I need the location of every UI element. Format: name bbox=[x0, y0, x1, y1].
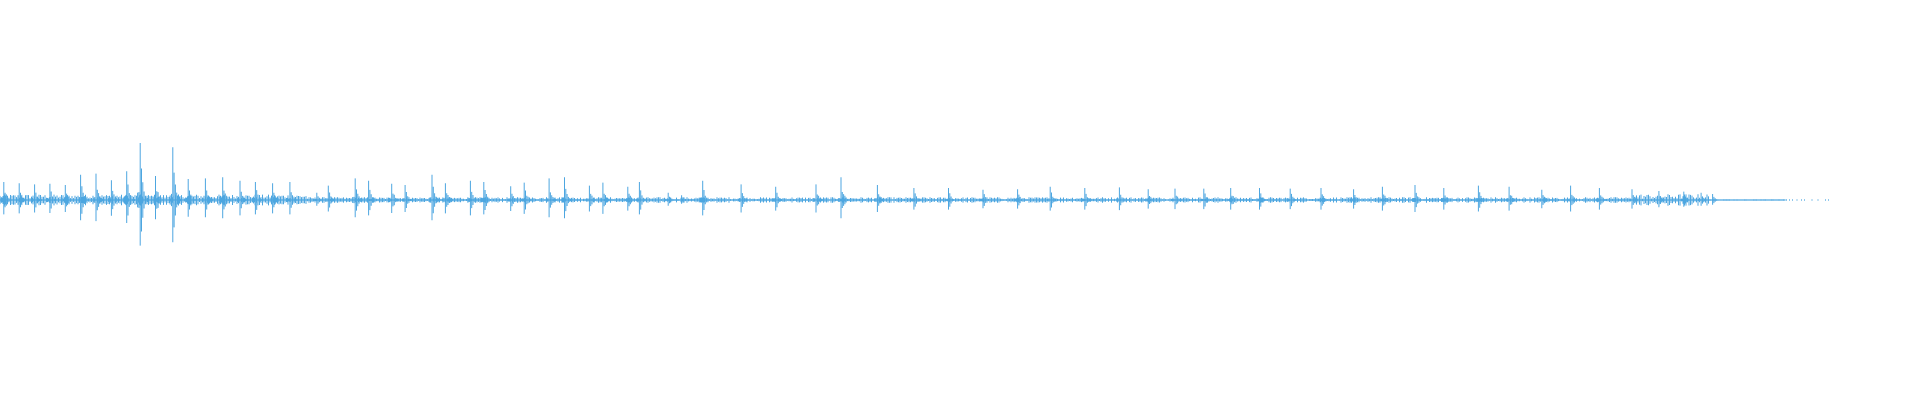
waveform-transient-62 bbox=[1440, 188, 1453, 210]
waveform-transient-70 bbox=[1680, 191, 1693, 207]
waveform-transient-25 bbox=[428, 174, 441, 221]
waveform-transient-36 bbox=[636, 182, 648, 215]
waveform-transient-12 bbox=[185, 179, 197, 217]
waveform-transient-7 bbox=[108, 180, 120, 216]
waveform-transient-8 bbox=[123, 171, 135, 223]
waveform-transient-52 bbox=[1145, 189, 1157, 209]
waveform-transient-66 bbox=[1567, 185, 1579, 212]
waveform-transient-45 bbox=[910, 188, 923, 210]
waveform-transient-49 bbox=[1047, 186, 1059, 211]
waveform-transient-32 bbox=[561, 177, 573, 219]
waveform-transient-27 bbox=[467, 180, 479, 216]
waveform-transient-1 bbox=[16, 183, 28, 214]
waveform-transient-31 bbox=[546, 178, 558, 218]
waveform-transient-48 bbox=[1014, 189, 1026, 209]
waveform-transient-26 bbox=[442, 183, 454, 214]
waveform-transient-39 bbox=[699, 180, 711, 216]
waveform-transient-30 bbox=[521, 182, 533, 214]
waveform-transient-41 bbox=[772, 186, 784, 211]
waveform-transient-51 bbox=[1116, 187, 1128, 211]
waveform-transient-46 bbox=[945, 188, 957, 210]
waveform-transient-28 bbox=[480, 182, 493, 215]
waveform-transient-19 bbox=[313, 192, 326, 206]
waveform-transient-21 bbox=[352, 178, 364, 218]
waveform-transient-16 bbox=[252, 182, 264, 215]
waveform-transient-24 bbox=[402, 185, 414, 212]
waveform-transient-5 bbox=[77, 174, 89, 221]
waveform-transient-58 bbox=[1317, 188, 1330, 210]
waveform-transient-61 bbox=[1411, 185, 1424, 212]
waveform-transient-15 bbox=[236, 180, 249, 216]
waveform-transient-44 bbox=[874, 185, 886, 212]
waveform-transient-17 bbox=[269, 183, 281, 214]
waveform-transient-43 bbox=[837, 177, 850, 219]
waveform-transient-35 bbox=[624, 186, 637, 211]
waveform-transient-2 bbox=[31, 184, 43, 213]
waveform-transient-54 bbox=[1200, 188, 1213, 210]
waveform-transient-37 bbox=[665, 192, 677, 206]
waveform-transient-71 bbox=[1698, 192, 1710, 206]
waveform-transient-0 bbox=[0, 182, 13, 215]
waveform-transient-40 bbox=[738, 184, 750, 213]
waveform-transient-50 bbox=[1081, 188, 1094, 210]
waveform-transient-3 bbox=[46, 183, 59, 213]
waveform-transient-33 bbox=[586, 185, 598, 212]
waveform-transient-67 bbox=[1596, 188, 1608, 210]
waveform-transient-10 bbox=[152, 176, 164, 220]
waveform-transient-13 bbox=[202, 178, 214, 218]
waveform-transient-59 bbox=[1350, 189, 1362, 209]
waveform-transient-11 bbox=[169, 147, 182, 243]
waveform-transient-63 bbox=[1475, 185, 1487, 212]
waveform-transient-65 bbox=[1538, 189, 1551, 209]
waveform-transient-20 bbox=[325, 185, 337, 212]
waveform-transient-56 bbox=[1256, 188, 1268, 210]
waveform-transient-42 bbox=[812, 184, 825, 213]
waveform-transient-29 bbox=[507, 186, 519, 211]
waveform-transient-55 bbox=[1227, 188, 1239, 210]
waveform-transient-23 bbox=[388, 183, 400, 213]
waveform-transient-14 bbox=[219, 177, 231, 219]
waveform-transient-72 bbox=[1709, 194, 1721, 205]
waveform-transient-22 bbox=[365, 180, 377, 216]
waveform-transient-64 bbox=[1506, 186, 1518, 211]
waveform-transient-34 bbox=[599, 182, 612, 214]
waveform-transient-60 bbox=[1379, 186, 1391, 211]
waveform-transient-69 bbox=[1655, 191, 1668, 208]
waveform-transient-57 bbox=[1287, 188, 1299, 210]
waveform-transient-38 bbox=[678, 195, 690, 204]
waveform-transient-53 bbox=[1171, 188, 1184, 210]
waveform-transient-47 bbox=[979, 189, 992, 209]
waveform-transient-4 bbox=[62, 185, 74, 212]
waveform-transient-6 bbox=[92, 173, 105, 222]
waveform-transient-9 bbox=[137, 143, 149, 246]
waveform-transient-18 bbox=[286, 182, 299, 215]
waveform-transients bbox=[0, 143, 1721, 246]
waveform-transient-68 bbox=[1628, 189, 1641, 209]
